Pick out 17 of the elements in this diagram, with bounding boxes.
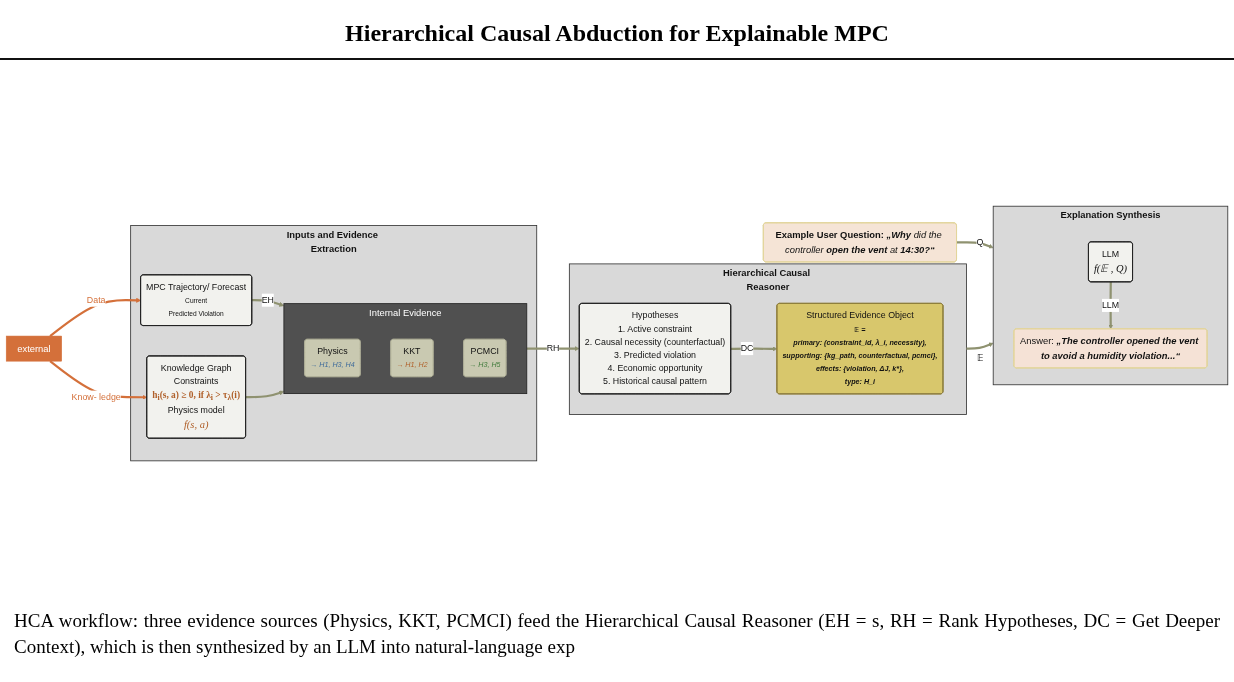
edge-label: 𝔼 — [977, 353, 984, 363]
edge-label: EH — [261, 295, 274, 306]
arrow — [956, 241, 994, 249]
diagram-title: Hierarchical Causal Abduction for Explainable MPC — [344, 20, 890, 47]
arrow — [49, 298, 142, 338]
edge-label: Q — [976, 237, 984, 248]
arrow — [1108, 282, 1114, 330]
arrow — [245, 391, 285, 399]
arrow — [251, 299, 285, 308]
node-box: external — [5, 336, 62, 362]
edge-label: RH — [546, 344, 560, 354]
edge-label: Data — [86, 295, 106, 306]
arrow — [966, 343, 994, 351]
edge-label: LLM — [1101, 300, 1120, 311]
edge-label: DC — [740, 344, 754, 354]
edge-label: Know- ledge — [71, 392, 121, 402]
figure-caption: HCA workflow: three evidence sources (Physics, KKT, PCMCI) feed the Hierarchical Causal Reasoner (EH = s, RH = Rank Hypotheses, DC = Get Deeper Context), which is then synthesized by an LLM into natural-language exp — [14, 609, 1220, 659]
